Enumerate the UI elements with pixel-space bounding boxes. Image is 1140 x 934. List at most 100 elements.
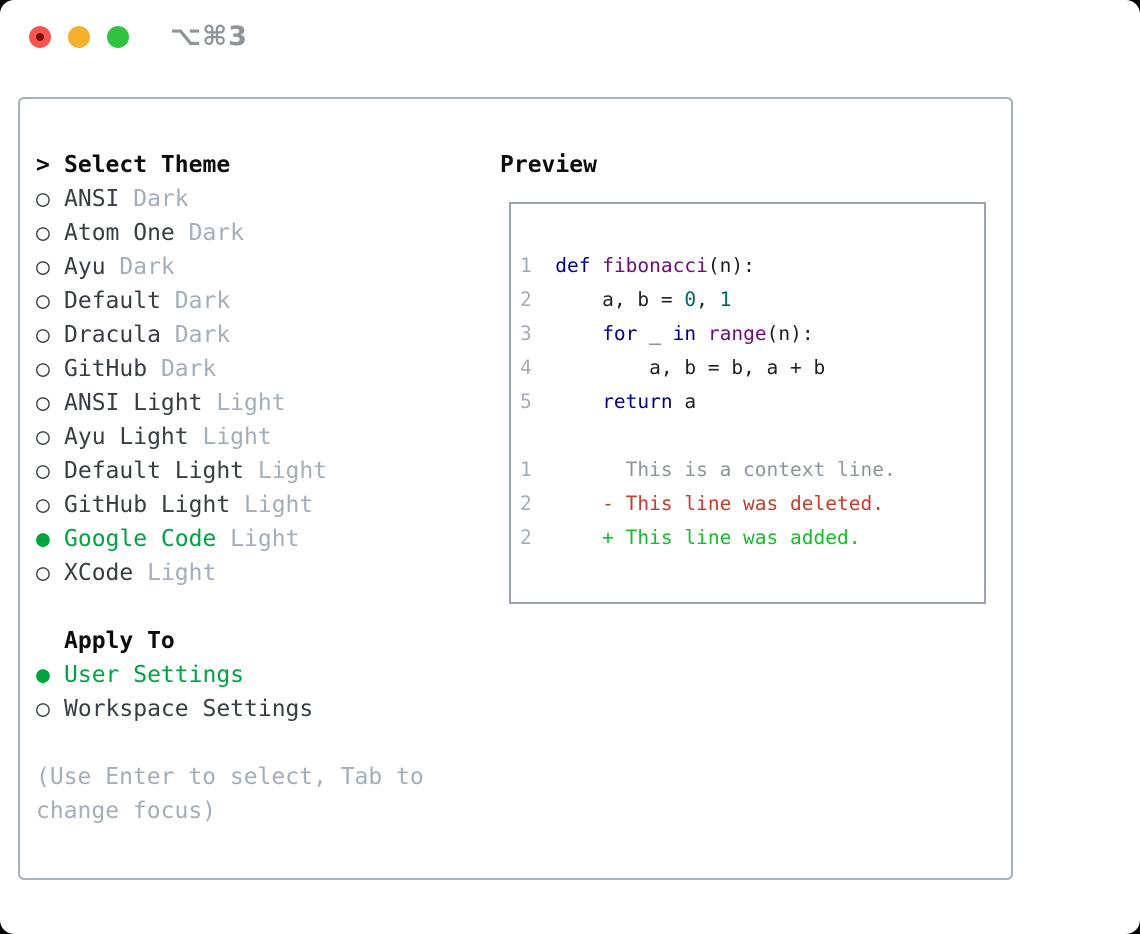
code-token: for: [602, 322, 638, 345]
code-token: fibonacci: [602, 254, 708, 277]
code-token: [555, 322, 602, 345]
theme-variant: Light: [216, 526, 300, 552]
code-token: 0: [684, 288, 697, 311]
theme-variant: Light: [202, 390, 286, 416]
select-theme-header: >Select Theme: [36, 148, 424, 182]
theme-variant: Dark: [160, 322, 231, 348]
radio-icon: ○: [36, 220, 50, 246]
theme-item[interactable]: ● Google Code Light: [36, 522, 424, 556]
theme-list: ○ANSI Dark○Atom One Dark○Ayu Dark○Defaul…: [36, 182, 424, 590]
code-token: a, b = b, a + b: [555, 356, 826, 379]
code-token: range: [707, 322, 767, 345]
theme-name: Ayu Light: [64, 424, 189, 450]
apply-to-header: Apply To: [36, 624, 424, 658]
code-token: (n):: [707, 254, 755, 277]
theme-item[interactable]: ○Ayu Dark: [36, 250, 424, 284]
code-line: 1 This is a context line.: [520, 453, 984, 487]
radio-icon: ○: [36, 322, 50, 348]
line-number: 5: [520, 390, 532, 413]
radio-icon: ○: [36, 288, 50, 314]
line-number: 2: [520, 526, 532, 549]
help-text-line-2: change focus): [36, 798, 217, 824]
theme-variant: Dark: [160, 288, 231, 314]
select-theme-title: Select Theme: [64, 152, 231, 178]
theme-variant: Dark: [105, 254, 175, 280]
preview-title: Preview: [500, 152, 597, 178]
window-title: ⌥⌘3: [170, 21, 248, 52]
code-token: [555, 390, 602, 413]
line-number: 1: [520, 458, 532, 481]
theme-variant: Dark: [119, 186, 189, 212]
code-token: a: [672, 390, 697, 413]
theme-name: ANSI Light: [64, 390, 203, 416]
theme-variant: Light: [133, 560, 217, 586]
radio-icon: ○: [36, 186, 50, 212]
theme-item[interactable]: ○Atom One Dark: [36, 216, 424, 250]
line-number: 4: [520, 356, 532, 379]
theme-item[interactable]: ○ XCode Light: [36, 556, 424, 590]
radio-icon: ○: [36, 560, 50, 586]
code-token: (n):: [766, 322, 814, 345]
code-token: [590, 254, 602, 277]
theme-variant: Dark: [147, 356, 217, 382]
theme-name: Dracula: [64, 322, 161, 348]
code-token: a, b =: [555, 288, 685, 311]
apply-to-title: Apply To: [64, 628, 175, 654]
radio-icon: ○: [36, 390, 50, 416]
apply-to-list: ●User Settings ○ Workspace Settings: [36, 658, 424, 726]
code-line: 2 - This line was deleted.: [520, 487, 984, 521]
code-token: _: [637, 322, 673, 345]
theme-name: Atom One: [64, 220, 175, 246]
main-panel: >Select Theme ○ANSI Dark○Atom One Dark○A…: [18, 97, 1013, 880]
theme-item[interactable]: ○ ANSI Dark: [36, 182, 424, 216]
radio-selected-icon: ●: [36, 662, 50, 688]
zoom-button[interactable]: [107, 26, 129, 48]
theme-item[interactable]: ○ GitHub Light Light: [36, 488, 424, 522]
radio-icon: ○: [36, 492, 50, 518]
theme-item[interactable]: ○ Default Dark: [36, 284, 424, 318]
spacer: [36, 726, 424, 760]
apply-to-option[interactable]: ○ Workspace Settings: [36, 692, 424, 726]
window-titlebar: ⌥⌘3: [29, 21, 248, 52]
close-button[interactable]: [29, 26, 51, 48]
theme-name: Google Code: [64, 526, 217, 552]
code-token: def: [555, 254, 591, 277]
code-token: + This line was added.: [555, 526, 861, 549]
help-text-line-1: (Use Enter to select, Tab to: [36, 764, 424, 790]
theme-item[interactable]: ○Default Light Light: [36, 454, 424, 488]
theme-item[interactable]: ○ Dracula Dark: [36, 318, 424, 352]
radio-icon: ○: [36, 458, 50, 484]
line-number: 3: [520, 322, 532, 345]
theme-name: ANSI: [64, 186, 120, 212]
radio-selected-icon: ●: [36, 526, 50, 552]
theme-name: GitHub: [64, 356, 148, 382]
code-token: - This line was deleted.: [555, 492, 884, 515]
theme-item[interactable]: ○ ANSI Light Light: [36, 386, 424, 420]
theme-name: Default Light: [64, 458, 245, 484]
line-number: 2: [520, 288, 532, 311]
line-number: 2: [520, 492, 532, 515]
radio-icon: ○: [36, 696, 50, 722]
theme-item[interactable]: ○Ayu Light Light: [36, 420, 424, 454]
theme-panel: >Select Theme ○ANSI Dark○Atom One Dark○A…: [36, 148, 424, 828]
theme-variant: Light: [230, 492, 314, 518]
code-token: in: [672, 322, 697, 345]
code-line: [520, 419, 984, 453]
apply-to-option[interactable]: ●User Settings: [36, 658, 424, 692]
theme-name: GitHub Light: [64, 492, 231, 518]
code-line: 1 def fibonacci(n):: [520, 249, 984, 283]
theme-item[interactable]: ○ GitHub Dark: [36, 352, 424, 386]
code-line: 2 a, b = 0, 1: [520, 283, 984, 317]
theme-name: Ayu: [64, 254, 106, 280]
apply-to-label: Workspace Settings: [64, 696, 314, 722]
theme-name: Default: [64, 288, 161, 314]
minimize-button[interactable]: [68, 26, 90, 48]
line-number: 1: [520, 254, 532, 277]
code-token: This is a context line.: [555, 458, 896, 481]
theme-name: XCode: [64, 560, 134, 586]
radio-icon: ○: [36, 424, 50, 450]
radio-icon: ○: [36, 356, 50, 382]
code-line: 2 + This line was added.: [520, 521, 984, 555]
